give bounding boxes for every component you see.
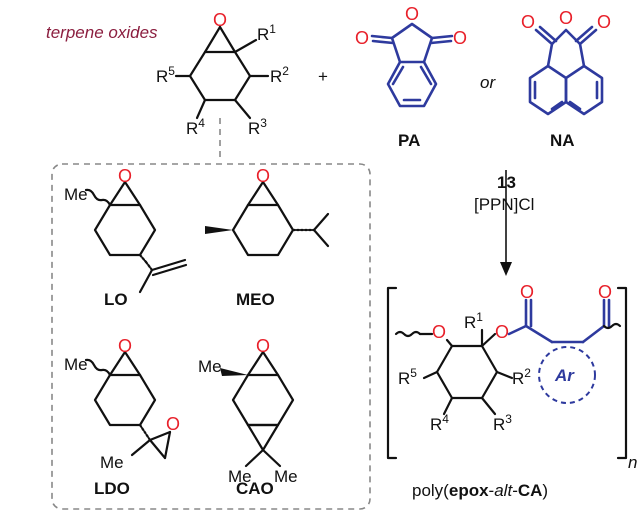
cao-gem-me-left: Me [228,467,252,486]
ldo-epoxide-oxygen: O [166,414,180,434]
polymer-r1-label: R1 [464,310,483,332]
na-carbonyl-oxygen-right: O [597,12,611,32]
polymer-caption: poly(epox-alt-CA) [412,481,548,500]
epoxide-r5-label: R5 [156,64,175,86]
naphthalic-anhydride: O O O [521,8,611,116]
pa-carbonyl-oxygen-left: O [355,28,369,48]
polymer-r3-label: R3 [493,412,512,434]
na-ring-oxygen: O [559,8,573,28]
meo-oxygen: O [256,166,270,186]
pa-ring-oxygen: O [405,4,419,24]
polymer-r5-label: R5 [398,366,417,388]
phthalic-anhydride: O O O [355,4,467,108]
polymer-repeat-unit: O O O O Ar R1 R2 R3 R4 R5 n [386,282,637,472]
polymer-carbonyl2-oxygen: O [598,282,612,302]
lo-label: LO [104,290,128,309]
generic-epoxide: O R1 R2 R3 R4 R5 [156,10,289,138]
ldo-label: LDO [94,479,130,498]
pa-label: PA [398,131,420,150]
cao-methyl-label: Me [198,357,222,376]
monomer-ldo: O Me O Me [64,336,180,472]
terpene-oxides-label: terpene oxides [46,23,158,42]
polymer-carbonyl1-oxygen: O [520,282,534,302]
monomer-cao: O Me Me Me [198,336,298,486]
epoxide-oxygen: O [213,10,227,30]
monomer-lo: O Me [64,166,188,294]
epoxide-r1-label: R1 [257,22,276,44]
polymer-oxygen-left: O [432,322,446,342]
ldo-methyl2-label: Me [100,453,124,472]
cao-label: CAO [236,479,274,498]
cao-gem-me-right: Me [274,467,298,486]
or-text: or [480,73,496,92]
polymer-n-subscript: n [628,453,637,472]
polymer-r4-label: R4 [430,412,449,434]
polymer-r2-label: R2 [512,366,531,388]
lo-methyl-label: Me [64,185,88,204]
meo-label: MEO [236,290,275,309]
epoxide-r2-label: R2 [270,64,289,86]
epoxide-r3-label: R3 [248,116,267,138]
reaction-arrow-head [500,262,512,276]
cao-oxygen: O [256,336,270,356]
ldo-methyl-label: Me [64,355,88,374]
dashed-box [51,163,371,510]
monomer-meo: O [205,166,330,257]
pa-carbonyl-oxygen-right: O [453,28,467,48]
lo-oxygen: O [118,166,132,186]
cocatalyst-label: [PPN]Cl [474,195,534,214]
polymer-ar-label: Ar [554,366,575,385]
na-label: NA [550,131,575,150]
na-carbonyl-oxygen-left: O [521,12,535,32]
epoxide-r4-label: R4 [186,116,205,138]
polymer-oxygen-right: O [495,322,509,342]
ldo-oxygen: O [118,336,132,356]
plus-sign: + [318,67,328,86]
